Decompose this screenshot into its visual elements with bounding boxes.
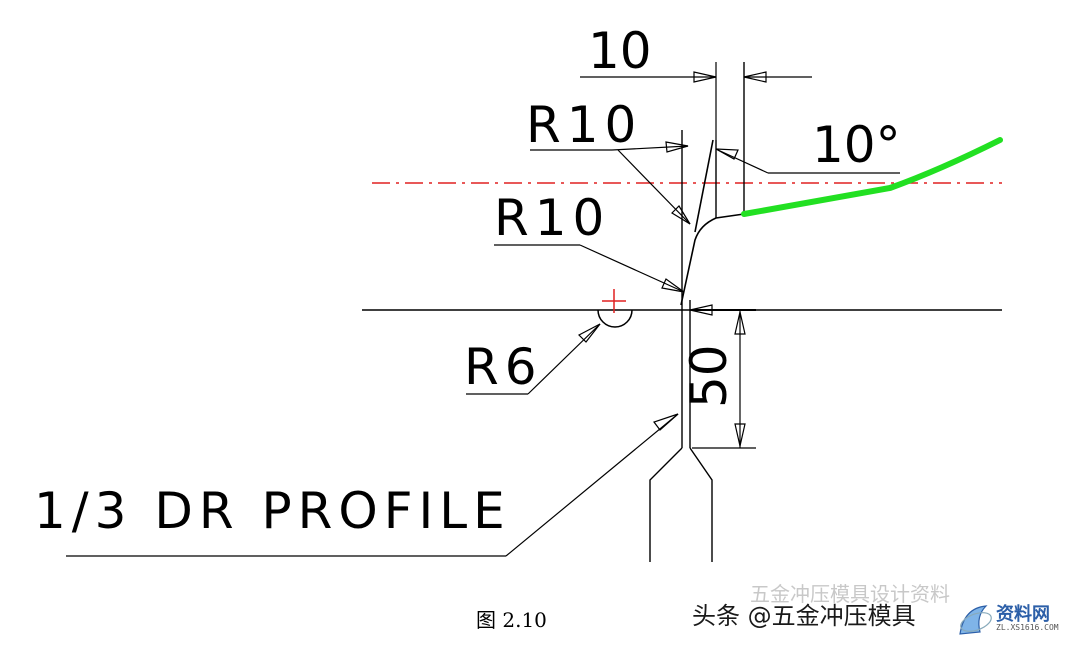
r10-lower-arrow xyxy=(661,278,685,293)
faded-watermark: 五金冲压模具设计资料 xyxy=(750,582,950,606)
overlay-watermark: 头条 @五金冲压模具 xyxy=(692,602,916,630)
r10-upper-arrow-a xyxy=(665,141,689,153)
angle-leader xyxy=(717,149,769,174)
site-logo: 资料网 ZL.XS1616.COM xyxy=(956,598,1076,642)
r6-arc xyxy=(597,309,633,328)
base-arrow xyxy=(689,304,713,316)
dim10-arrow-left xyxy=(693,71,717,83)
logo-text: 资料网 xyxy=(996,604,1050,625)
center-mark xyxy=(602,289,626,313)
r6-leader xyxy=(527,323,601,395)
radius-lower-label: R10 xyxy=(494,189,610,247)
radius-small-label: R6 xyxy=(464,338,543,396)
profile-leader xyxy=(505,413,679,557)
dim50-arrow-bottom xyxy=(734,423,746,447)
radius-upper-label: R10 xyxy=(526,96,642,154)
r10-upper-leader-b xyxy=(617,149,691,225)
dim10-arrow-right xyxy=(743,71,767,83)
logo-url: ZL.XS1616.COM xyxy=(996,623,1059,632)
profile-tapered xyxy=(694,139,714,233)
profile-arrow xyxy=(653,413,679,431)
profile-edge xyxy=(680,213,745,306)
logo-emblem-icon xyxy=(959,605,992,635)
profile-label: 1/3 DR PROFILE xyxy=(34,482,511,540)
r6-arrow xyxy=(577,323,601,343)
angle-label: 10° xyxy=(812,116,901,174)
dim50-arrow-top xyxy=(734,311,746,335)
dim-vertical-label: 50 xyxy=(680,344,738,408)
angle-arrow xyxy=(715,148,739,160)
green-profile-curve xyxy=(741,137,1003,217)
r10-upper-arrow-b xyxy=(671,205,691,225)
figure-caption: 图 2.10 xyxy=(476,608,547,632)
dim-top-label: 10 xyxy=(588,22,652,80)
r10-lower-leader xyxy=(579,244,685,293)
punch-body xyxy=(649,447,713,562)
r10-upper-leader-a xyxy=(611,145,689,151)
